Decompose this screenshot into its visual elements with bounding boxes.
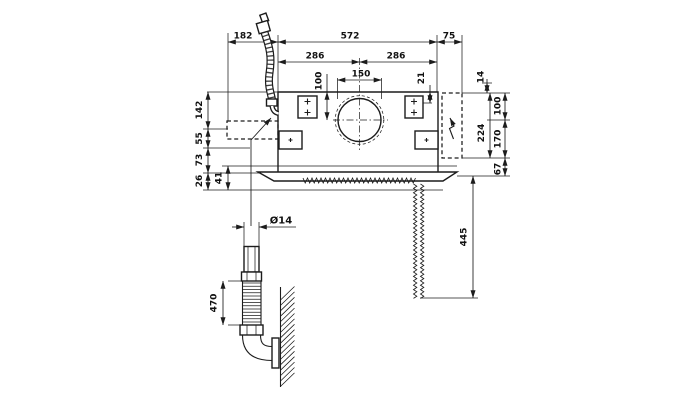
gas-connection-leader-arrow [250, 117, 272, 226]
dimension-lines [205, 39, 508, 326]
wall-hatch [279, 286, 295, 387]
dim-label-286-left: 286 [306, 52, 325, 62]
union-nut-lower [239, 324, 264, 336]
lightning-icon [448, 117, 456, 140]
elbow-inner [259, 334, 273, 348]
dim-label-142: 142 [195, 101, 205, 120]
electrical-connection-zone-box [441, 92, 463, 159]
screw-hole-cross-marks [288, 98, 429, 142]
dim-label-41: 41 [215, 172, 225, 185]
connection-pipe [243, 245, 260, 273]
dim-label-470: 470 [210, 294, 220, 313]
hose-elbow-nut [265, 98, 278, 107]
wall-flange [271, 337, 280, 369]
dim-label-14: 14 [477, 71, 487, 84]
dim-label-26: 26 [195, 175, 205, 188]
dim-label-150: 150 [352, 70, 371, 80]
dimension-labels: 182 572 75 286 286 150 100 21 142 55 73 … [195, 32, 504, 313]
dim-label-182: 182 [234, 32, 253, 42]
dim-label-67: 67 [494, 163, 504, 176]
mounting-bracket-top-right [404, 95, 424, 119]
hose-union-nut [255, 19, 272, 35]
gas-connection-zone-box [226, 120, 279, 140]
dim-label-100-flue: 100 [315, 72, 325, 91]
gas-hose [255, 12, 280, 116]
dim-label-445: 445 [460, 228, 470, 247]
mounting-bracket-top-left [297, 95, 318, 119]
union-nut-upper [240, 271, 263, 282]
appliance-body [255, 91, 460, 185]
dim-label-286-right: 286 [387, 52, 406, 62]
elbow-outer [241, 334, 273, 362]
dim-label-170: 170 [494, 130, 504, 149]
dim-label-21: 21 [417, 72, 427, 85]
bottom-visor [255, 171, 460, 182]
dim-label-55: 55 [195, 132, 205, 145]
connection-zones [226, 92, 463, 159]
dim-label-100-right: 100 [494, 97, 504, 116]
condensate-channel-serration [302, 176, 416, 185]
dim-label-572: 572 [341, 32, 360, 42]
dim-label-75: 75 [443, 32, 456, 42]
bellows-ribs [243, 282, 261, 323]
drain-hose [412, 183, 425, 299]
gas-pipe-detail [239, 245, 280, 369]
flue-knockout-circle [334, 95, 385, 145]
flue-circle [337, 97, 382, 143]
dim-label-73: 73 [195, 154, 205, 167]
dim-label-dia14: Ø14 [270, 215, 292, 227]
dim-label-224: 224 [477, 124, 487, 143]
